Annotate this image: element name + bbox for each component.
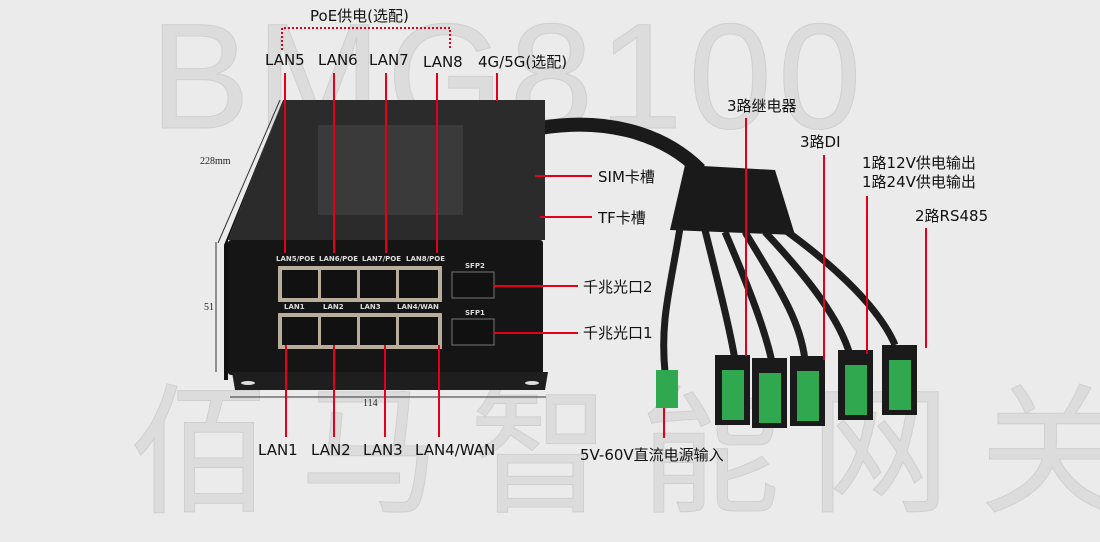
leader-line (284, 73, 286, 253)
mount-hole (525, 381, 539, 385)
label-lan8: LAN8 (423, 53, 463, 71)
port-label: LAN1 (284, 303, 305, 311)
port-label: SFP2 (465, 262, 485, 270)
cable-splitter (670, 165, 795, 235)
port-label: LAN4/WAN (397, 303, 439, 311)
label-relay: 3路继电器 (727, 97, 797, 115)
port-label: LAN6/POE (319, 255, 359, 263)
port-label: LAN5/POE (276, 255, 316, 263)
leader-line (494, 285, 578, 287)
terminal-connectors (656, 345, 917, 428)
leader-line (333, 345, 335, 437)
device-top-label-plate (318, 125, 463, 215)
leader-line (438, 345, 440, 437)
label-lan6: LAN6 (318, 51, 358, 69)
branch-cables (660, 227, 899, 373)
leader-line (925, 228, 927, 348)
leader-line (540, 216, 592, 218)
label-lan3: LAN3 (363, 441, 403, 459)
leader-line (496, 73, 498, 101)
label-lan7: LAN7 (369, 51, 409, 69)
port-label: LAN8/POE (406, 255, 446, 263)
leader-line (384, 345, 386, 437)
dimension-width: 114 (363, 398, 378, 409)
label-sfp1: 千兆光口1 (583, 324, 653, 342)
dimension-depth: 228mm (200, 156, 231, 167)
port-label: LAN2 (323, 303, 344, 311)
poe-bracket (281, 27, 451, 50)
main-cable (538, 117, 705, 176)
leader-line (436, 73, 438, 253)
label-lan4: LAN4/WAN (415, 441, 496, 459)
leader-line (385, 73, 387, 253)
label-power12: 1路12V供电输出 (862, 154, 976, 172)
leader-line (285, 345, 287, 437)
label-cellular: 4G/5G(选配) (478, 53, 568, 71)
sfp1-port (451, 318, 495, 346)
leader-line (866, 196, 868, 354)
label-sfp2: 千兆光口2 (583, 278, 653, 296)
label-dc-in: 5V-60V直流电源输入 (580, 446, 724, 464)
mount-hole (241, 381, 255, 385)
leader-line (745, 118, 747, 356)
product-illustration (215, 27, 917, 428)
port-label: SFP1 (465, 309, 485, 317)
port-label: LAN7/POE (362, 255, 402, 263)
rj45-ports (282, 270, 438, 345)
label-tf: TF卡槽 (598, 209, 646, 227)
leader-line (333, 73, 335, 253)
label-di: 3路DI (800, 133, 841, 151)
label-lan1: LAN1 (258, 441, 298, 459)
mount-flange (232, 372, 548, 390)
dimension-height: 51 (204, 302, 214, 313)
label-lan5: LAN5 (265, 51, 305, 69)
leader-line (494, 332, 578, 334)
dimension-lines (215, 99, 546, 398)
label-lan2: LAN2 (311, 441, 351, 459)
label-power24: 1路24V供电输出 (862, 173, 976, 191)
label-rs485: 2路RS485 (915, 207, 989, 225)
leader-line (663, 408, 665, 438)
label-poe: PoE供电(选配) (310, 7, 409, 25)
sfp2-port (451, 271, 495, 299)
port-label: LAN3 (360, 303, 381, 311)
leader-line (823, 155, 825, 360)
leader-line (535, 175, 592, 177)
label-sim: SIM卡槽 (598, 168, 655, 186)
